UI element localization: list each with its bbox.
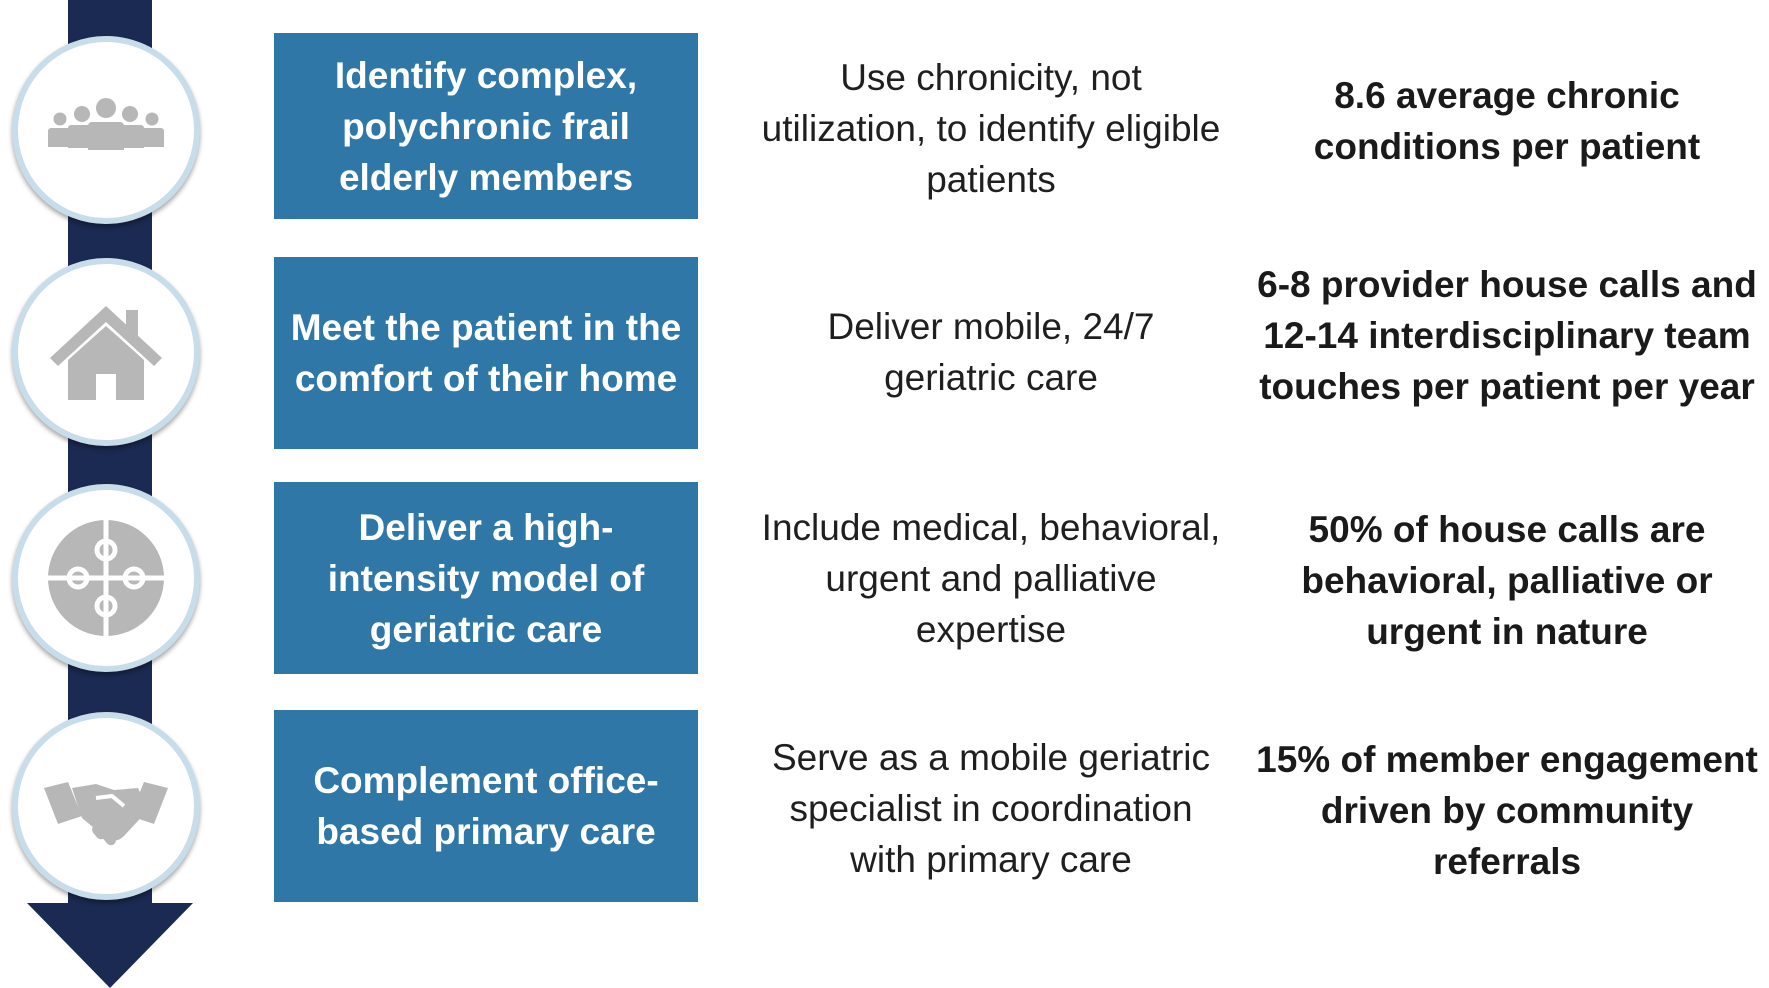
step-3-title: Deliver a high-intensity model of geriat…	[327, 506, 645, 650]
step-1-stat: 8.6 average chronic conditions per patie…	[1250, 66, 1764, 176]
step-4-description: Serve as a mobile geriatric specialist i…	[760, 728, 1222, 888]
step-1-icon-circle	[12, 36, 200, 224]
step-1-description-text: Use chronicity, not utilization, to iden…	[761, 56, 1221, 200]
step-4-stat: 15% of member engagement driven by commu…	[1250, 730, 1764, 890]
step-4-icon-circle	[12, 712, 200, 900]
step-2-stat: 6-8 provider house calls and 12-14 inter…	[1250, 230, 1764, 440]
step-3-stat: 50% of house calls are behavioral, palli…	[1250, 500, 1764, 660]
step-2-stat-text: 6-8 provider house calls and 12-14 inter…	[1257, 263, 1757, 407]
step-3-icon-circle	[12, 484, 200, 672]
step-2-title-box: Meet the patient in the comfort of their…	[274, 257, 698, 449]
step-2-description-text: Deliver mobile, 24/7 geriatric care	[827, 306, 1155, 398]
step-4-stat-text: 15% of member engagement driven by commu…	[1256, 738, 1758, 882]
step-1-description: Use chronicity, not utilization, to iden…	[760, 50, 1222, 206]
step-1-title-box: Identify complex, polychronic frail elde…	[274, 33, 698, 219]
step-3-title-box: Deliver a high-intensity model of geriat…	[274, 482, 698, 674]
step-2-title: Meet the patient in the comfort of their…	[290, 307, 682, 399]
step-1-stat-text: 8.6 average chronic conditions per patie…	[1313, 75, 1701, 167]
step-3-description-text: Include medical, behavioral, urgent and …	[761, 506, 1221, 650]
puzzle-icon	[48, 520, 164, 636]
process-arrow-head	[27, 903, 193, 988]
step-3-stat-text: 50% of house calls are behavioral, palli…	[1301, 508, 1713, 652]
house-icon	[50, 306, 162, 400]
people-group-icon	[48, 98, 164, 150]
step-4-title: Complement office-based primary care	[313, 760, 659, 852]
step-1-title: Identify complex, polychronic frail elde…	[334, 54, 638, 198]
step-2-description: Deliver mobile, 24/7 geriatric care	[760, 297, 1222, 407]
step-4-description-text: Serve as a mobile geriatric specialist i…	[771, 736, 1211, 880]
step-4-title-box: Complement office-based primary care	[274, 710, 698, 902]
handshake-icon	[44, 782, 168, 846]
step-2-icon-circle	[12, 258, 200, 446]
step-3-description: Include medical, behavioral, urgent and …	[760, 498, 1222, 658]
